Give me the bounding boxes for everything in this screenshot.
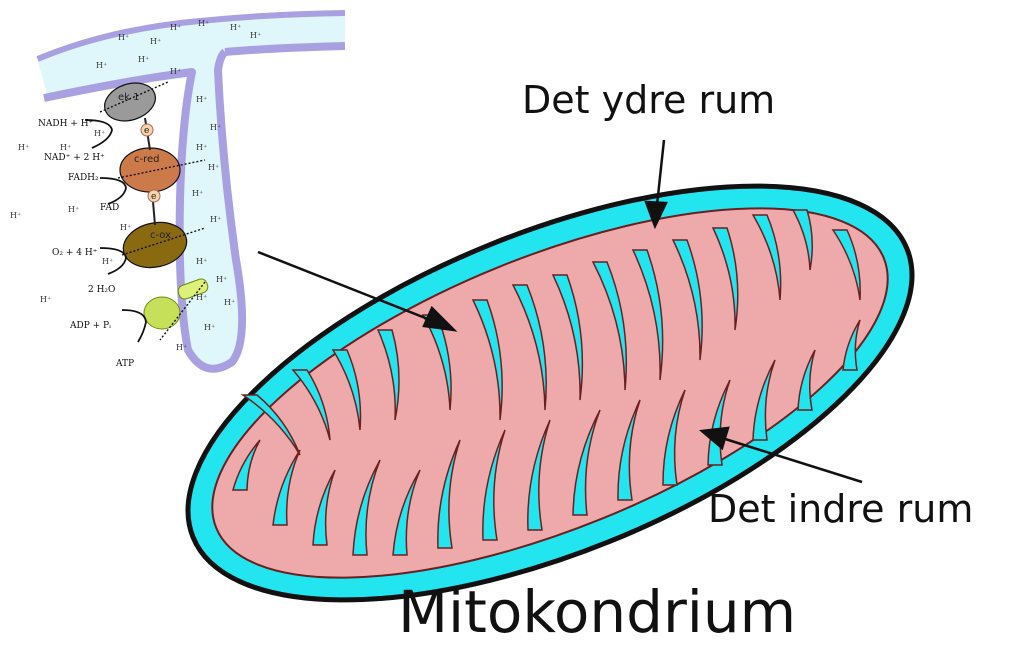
outer-space-pointer-line xyxy=(655,139,666,206)
crista xyxy=(392,469,421,556)
o2-label: O₂ + 4 H⁺ xyxy=(52,248,98,258)
proton-marker: H⁺ xyxy=(224,298,235,307)
proton-marker: H⁺ xyxy=(118,33,129,42)
inset-outer-membrane-lower xyxy=(224,42,346,56)
mitochondrion xyxy=(185,183,915,603)
inner-space-label: Det indre rum xyxy=(708,487,973,531)
inset-space xyxy=(38,16,345,368)
fad-label: FAD xyxy=(100,203,119,213)
cristae xyxy=(232,209,861,556)
complex-ox: c-ox xyxy=(122,221,188,269)
crista xyxy=(272,449,301,526)
outer-space-label: Det ydre rum xyxy=(522,78,775,122)
crista xyxy=(671,239,703,361)
proton-marker: H⁺ xyxy=(204,323,215,332)
complex-1-label: ek 1 xyxy=(118,92,139,103)
proton-marker: H⁺ xyxy=(138,55,149,64)
crista xyxy=(631,249,664,381)
proton-marker: H⁺ xyxy=(210,123,221,132)
crista xyxy=(376,329,400,421)
proton-marker: H⁺ xyxy=(192,189,203,198)
proton-marker: H⁺ xyxy=(170,67,181,76)
proton-marker: H⁺ xyxy=(60,143,71,152)
inset-pointer-line xyxy=(257,250,439,325)
complex-red-label: c-red xyxy=(134,154,160,165)
crista xyxy=(232,439,261,491)
proton-marker: H⁺ xyxy=(196,95,207,104)
crista xyxy=(797,349,816,411)
crista xyxy=(482,429,506,541)
crista xyxy=(437,439,461,549)
crista xyxy=(511,284,547,411)
proton-marker: H⁺ xyxy=(18,143,29,152)
proton-marker: H⁺ xyxy=(102,257,113,266)
inset-pointer-head xyxy=(422,305,458,332)
crista xyxy=(752,359,776,441)
crista xyxy=(291,369,331,441)
proton-marker: H⁺ xyxy=(250,31,261,40)
outer-space-pointer-head xyxy=(644,200,668,230)
adp-label: ADP + Pᵢ xyxy=(69,321,111,331)
proton-marker: H⁺ xyxy=(196,143,207,152)
proton-marker: H⁺ xyxy=(176,343,187,352)
proton-marker: H⁺ xyxy=(196,257,207,266)
crista xyxy=(471,299,503,421)
electron-2: e xyxy=(151,192,156,202)
crista xyxy=(352,459,381,556)
crista xyxy=(240,394,301,456)
proton-marker: H⁺ xyxy=(94,129,105,138)
complex-red: c-red xyxy=(119,147,181,193)
fadh2-label: FADH₂ xyxy=(68,173,99,183)
proton-markers: H⁺H⁺H⁺H⁺H⁺H⁺H⁺H⁺H⁺H⁺H⁺H⁺H⁺H⁺H⁺H⁺H⁺H⁺H⁺H⁺… xyxy=(10,19,261,352)
crista xyxy=(662,389,686,486)
matrix xyxy=(211,207,889,579)
crista xyxy=(312,469,336,546)
crista xyxy=(591,261,628,391)
crista xyxy=(791,209,813,271)
nadh-label: NADH + H⁺ xyxy=(38,119,94,129)
proton-marker: H⁺ xyxy=(210,215,221,224)
inset-inner-membrane xyxy=(43,48,247,373)
proton-marker: H⁺ xyxy=(96,61,107,70)
proton-marker: H⁺ xyxy=(150,37,161,46)
proton-marker: H⁺ xyxy=(68,205,79,214)
crista xyxy=(831,229,861,301)
crista xyxy=(421,314,452,411)
crista xyxy=(331,349,362,431)
electron-transport-inset: ek 1 c-red c-ox e e xyxy=(10,10,346,373)
water-label: 2 H₂O xyxy=(88,285,115,295)
proton-marker: H⁺ xyxy=(196,293,207,302)
diagram-title: Mitokondrium xyxy=(398,578,796,646)
proton-marker: H⁺ xyxy=(170,23,181,32)
proton-marker: H⁺ xyxy=(40,295,51,304)
crista xyxy=(751,214,782,301)
proton-marker: H⁺ xyxy=(120,223,131,232)
proton-marker: H⁺ xyxy=(230,23,241,32)
complex-ox-label: c-ox xyxy=(150,230,171,241)
nad-label: NAD⁺ + 2 H⁺ xyxy=(44,153,105,163)
crista xyxy=(711,227,739,331)
atp-synthase xyxy=(143,278,209,330)
inset-outer-membrane xyxy=(36,10,346,64)
inner-space-pointer-head xyxy=(698,426,730,451)
atp-label: ATP xyxy=(115,359,134,369)
crista xyxy=(572,409,601,516)
proton-marker: H⁺ xyxy=(216,275,227,284)
crista xyxy=(617,399,641,501)
proton-marker: H⁺ xyxy=(198,19,209,28)
crista xyxy=(551,274,584,401)
proton-marker: H⁺ xyxy=(10,211,21,220)
electron-1: e xyxy=(144,126,149,136)
pointer-arrows xyxy=(257,139,863,484)
proton-marker: H⁺ xyxy=(208,163,219,172)
crista xyxy=(842,319,861,371)
inner-space-pointer-line xyxy=(721,436,863,484)
crista xyxy=(527,419,551,531)
